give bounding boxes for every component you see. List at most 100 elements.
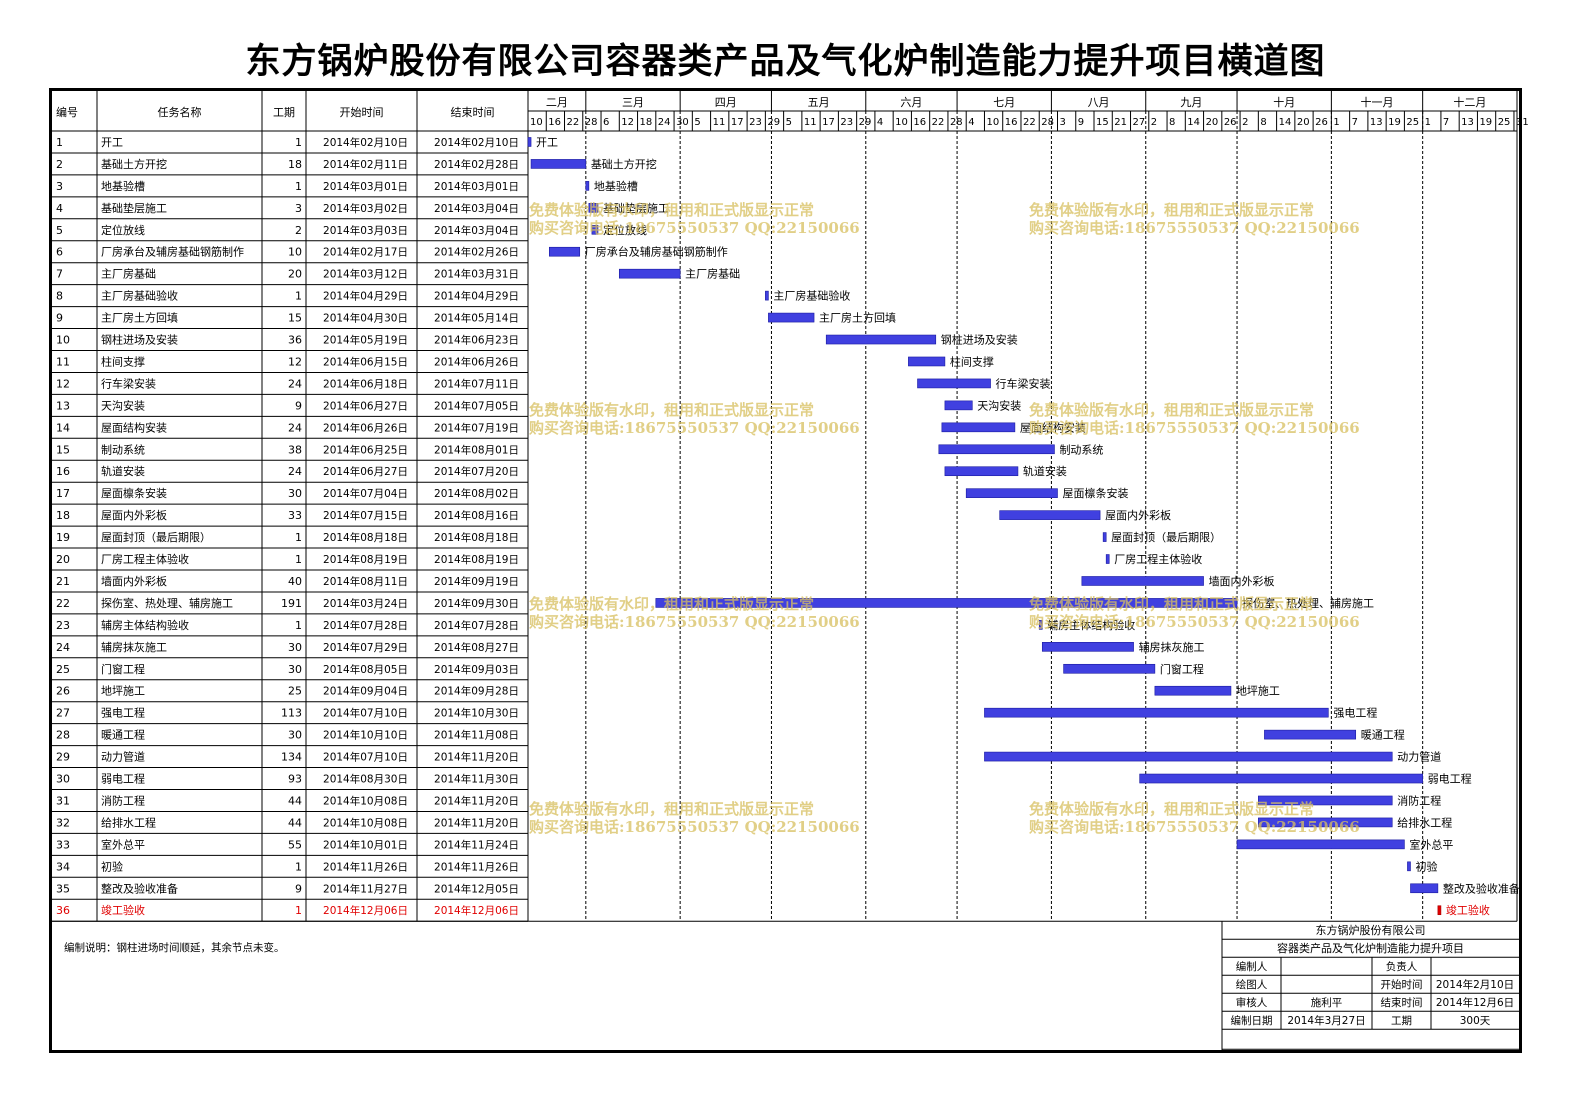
task-start: 2014年06月25日 (323, 443, 408, 456)
day-label: 27 (1133, 117, 1146, 128)
task-start: 2014年07月10日 (323, 751, 408, 764)
bar-label: 轨道安装 (1023, 464, 1067, 478)
gantt-bar (530, 159, 587, 169)
day-label: 13 (1461, 117, 1474, 128)
task-duration: 38 (288, 443, 302, 456)
day-label: 25 (1498, 117, 1511, 128)
watermark-text: 免费体验版有水印，租用和正式版显示正常 (1029, 401, 1314, 419)
gantt-bar (1105, 554, 1110, 564)
task-start: 2014年08月30日 (323, 773, 408, 786)
task-start: 2014年07月10日 (323, 707, 408, 720)
month-label: 十一月 (1361, 95, 1394, 109)
task-start: 2014年04月29日 (323, 290, 408, 303)
month-label: 十月 (1273, 95, 1295, 109)
column-header: 工期 (273, 106, 295, 119)
task-number: 21 (56, 575, 70, 588)
task-duration: 15 (288, 312, 302, 325)
task-name: 基础土方开挖 (101, 157, 167, 171)
day-label: 31 (1516, 117, 1529, 128)
day-label: 8 (1260, 117, 1266, 128)
bar-label: 主厂房基础验收 (773, 289, 850, 303)
task-start: 2014年06月27日 (323, 399, 408, 412)
info-cell: 开始时间 (1381, 978, 1423, 991)
month-label: 二月 (546, 96, 568, 109)
day-label: 28 (1041, 117, 1054, 128)
watermark-text: 免费体验版有水印，租用和正式版显示正常 (1029, 800, 1314, 818)
watermark-text: 购买咨询电话:18675550537 QQ:22150066 (1029, 219, 1360, 237)
task-duration: 113 (281, 707, 302, 720)
gantt-bar (825, 334, 937, 345)
gantt-bar (984, 707, 1329, 718)
bar-label: 强电工程 (1333, 707, 1377, 720)
task-duration: 134 (281, 751, 302, 764)
task-name: 弱电工程 (101, 773, 145, 786)
gantt-bar (585, 181, 590, 191)
day-label: 23 (840, 117, 853, 128)
task-name: 辅房主体结构验收 (101, 618, 189, 632)
gantt-bar (1236, 839, 1405, 850)
bar-label: 定位放线 (603, 223, 647, 237)
task-number: 5 (56, 224, 63, 237)
task-end: 2014年09月03日 (434, 663, 519, 676)
task-start: 2014年02月10日 (323, 136, 408, 149)
task-name: 地基验槽 (101, 179, 145, 193)
bar-label: 制动系统 (1059, 443, 1103, 456)
day-label: 26 (1315, 117, 1328, 128)
task-end: 2014年07月20日 (434, 465, 519, 478)
task-name: 暖通工程 (101, 729, 145, 742)
task-number: 20 (56, 553, 70, 566)
task-duration: 24 (288, 465, 302, 478)
task-start: 2014年09月04日 (323, 685, 408, 698)
task-number: 35 (56, 882, 70, 895)
task-start: 2014年10月08日 (323, 816, 408, 829)
task-end: 2014年11月30日 (434, 773, 519, 786)
bar-label: 初验 (1415, 859, 1437, 873)
task-number: 32 (56, 816, 70, 829)
watermark-text: 免费体验版有水印，租用和正式版显示正常 (529, 595, 814, 613)
gantt-bar (768, 312, 815, 323)
bar-label: 天沟安装 (977, 398, 1021, 412)
gantt-bar (1258, 817, 1393, 828)
task-start: 2014年07月28日 (323, 619, 408, 632)
month-label: 六月 (900, 96, 922, 109)
task-duration: 30 (288, 641, 302, 654)
task-duration: 1 (295, 619, 302, 632)
info-project: 容器类产品及气化炉制造能力提升项目 (1277, 941, 1464, 955)
task-start: 2014年06月15日 (323, 355, 408, 368)
month-label: 八月 (1088, 96, 1110, 109)
info-cell: 审核人 (1236, 996, 1268, 1009)
task-duration: 1 (295, 136, 302, 149)
day-label: 2 (1151, 117, 1157, 128)
task-name: 辅房抹灰施工 (101, 640, 167, 654)
task-number: 28 (56, 729, 70, 742)
task-end: 2014年12月05日 (434, 882, 519, 895)
task-name: 屋面内外彩板 (101, 508, 167, 522)
task-start: 2014年11月27日 (323, 882, 408, 895)
task-number: 8 (56, 290, 63, 303)
task-number: 36 (56, 904, 70, 917)
task-number: 34 (56, 860, 70, 873)
gantt-bar (1264, 729, 1357, 740)
day-label: 22 (932, 117, 945, 128)
gantt-bar (1139, 773, 1423, 784)
task-end: 2014年08月01日 (434, 443, 519, 456)
day-label: 16 (1005, 117, 1018, 128)
task-name: 天沟安装 (101, 398, 145, 412)
gantt-bar (1410, 883, 1439, 894)
task-number: 19 (56, 531, 70, 544)
day-label: 13 (1370, 117, 1383, 128)
task-end: 2014年11月20日 (434, 751, 519, 764)
task-name: 地坪施工 (101, 685, 145, 698)
gantt-bar (944, 400, 973, 411)
task-number: 30 (56, 773, 70, 786)
task-number: 11 (56, 355, 70, 368)
bar-label: 给排水工程 (1397, 815, 1452, 829)
bar-label: 厂房工程主体验收 (1114, 552, 1202, 566)
task-start: 2014年04月30日 (323, 312, 408, 325)
task-end: 2014年10月30日 (434, 707, 519, 720)
day-label: 19 (1388, 117, 1401, 128)
task-name: 柱间支撑 (101, 354, 145, 368)
compile-note: 编制说明：钢柱进场时间顺延，其余节点未变。 (64, 941, 285, 954)
bar-label: 室外总平 (1409, 837, 1453, 851)
bar-label: 屋面内外彩板 (1105, 508, 1171, 522)
